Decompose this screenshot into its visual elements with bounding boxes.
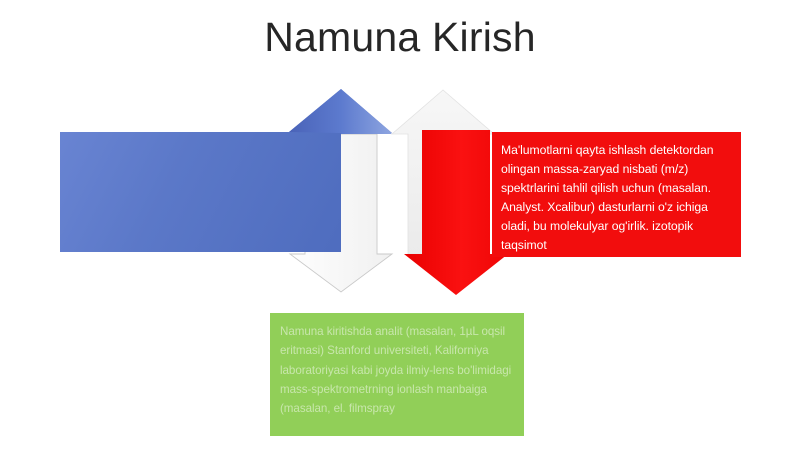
red-down-arrow-shape <box>404 130 508 295</box>
red-description-textbox[interactable]: Ma'lumotlarni qayta ishlash detektordan … <box>492 132 741 257</box>
red-textbox-text: Ma'lumotlarni qayta ishlash detektordan … <box>501 143 714 253</box>
green-textbox-text: Namuna kiritishda analit (masalan, 1µL o… <box>280 325 512 416</box>
page-title: Namuna Kirish <box>264 14 536 60</box>
blue-bent-arrow-shape <box>60 89 392 252</box>
green-description-textbox[interactable]: Namuna kiritishda analit (masalan, 1µL o… <box>270 313 524 436</box>
